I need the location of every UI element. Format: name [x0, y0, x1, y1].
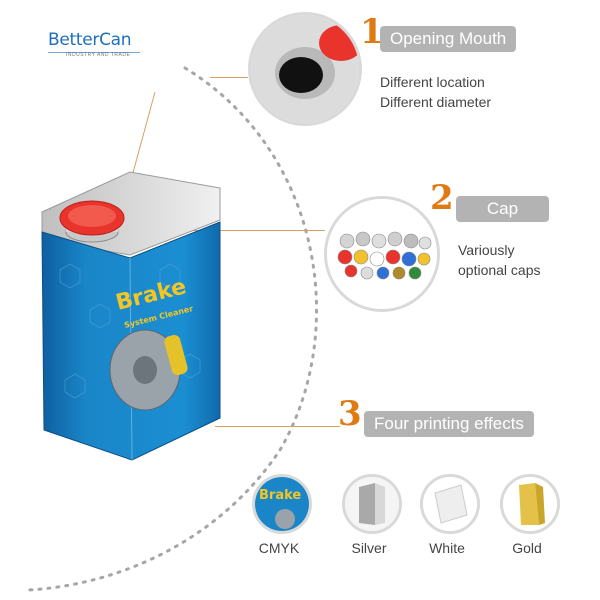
feature-3-title: Four printing effects: [364, 411, 534, 437]
silver-print-sample: [342, 474, 402, 534]
white-print-sample: [420, 474, 480, 534]
effect-label-gold: Gold: [512, 540, 542, 556]
brand-name: BetterCan: [48, 30, 148, 50]
leader-line-2: [130, 230, 325, 231]
brand-name-part2: Can: [99, 30, 132, 50]
brand-tagline: INDUSTRY AND TRADE: [66, 52, 131, 58]
feature-2-title: Cap: [456, 196, 549, 222]
feature-2-number: 2: [430, 178, 454, 218]
feature-1-desc: Different location Different diameter: [380, 72, 491, 112]
leader-line-3: [215, 426, 340, 427]
effect-label-cmyk: CMYK: [258, 540, 300, 556]
feature-1-title: Opening Mouth: [380, 26, 517, 52]
feature-1-line-1: Different location: [380, 74, 485, 90]
brake-cleaner-can: Brake System Cleaner: [41, 171, 221, 461]
feature-1-number: 1: [360, 12, 384, 52]
feature-3-number: 3: [338, 394, 362, 434]
leader-line-1: [210, 77, 248, 78]
feature-2-line-1: Variously: [458, 242, 515, 258]
brand-underline: [48, 52, 140, 53]
brand-logo: BetterCan INDUSTRY AND TRADE: [48, 30, 148, 58]
effect-label-white: White: [429, 540, 465, 556]
feature-2-desc: Variously optional caps: [458, 240, 541, 280]
gold-print-sample: [500, 474, 560, 534]
caps-assortment-image: [324, 196, 440, 312]
cmyk-print-sample: Brake: [252, 474, 312, 534]
svg-text:Brake: Brake: [259, 488, 301, 503]
brand-name-part1: Better: [48, 30, 100, 50]
feature-2-line-2: optional caps: [458, 262, 541, 278]
feature-1-line-2: Different diameter: [380, 94, 492, 110]
opening-mouth-detail-image: [248, 12, 362, 126]
effect-label-silver: Silver: [351, 540, 387, 556]
